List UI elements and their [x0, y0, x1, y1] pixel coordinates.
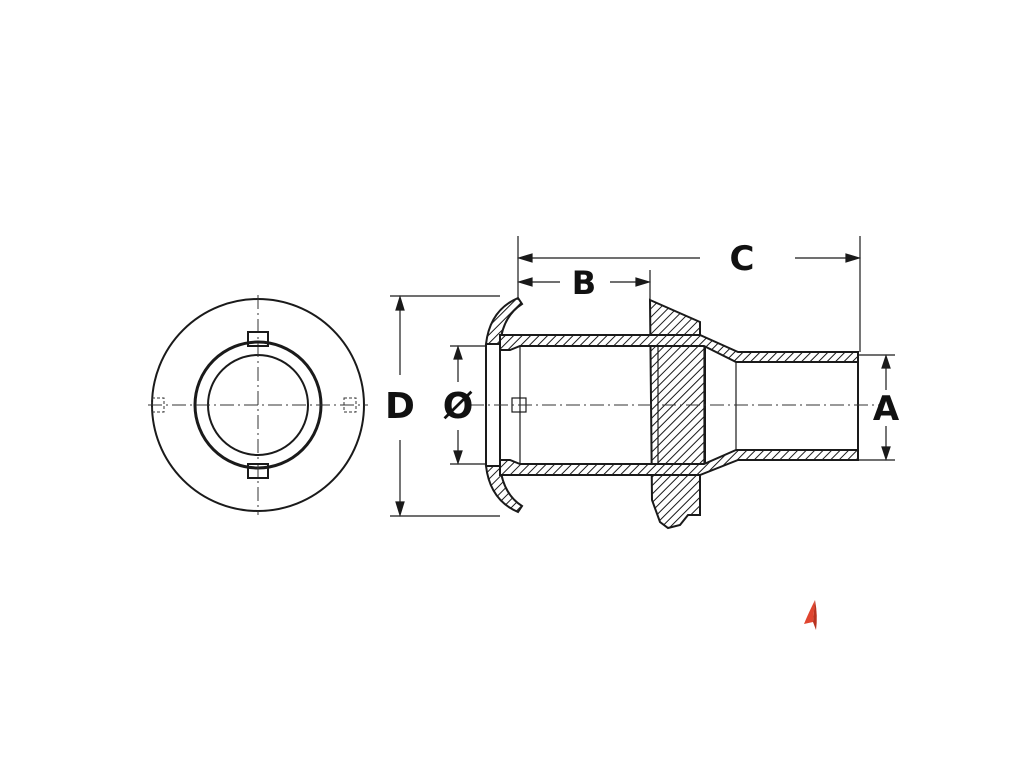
dim-b-label: B [572, 264, 596, 302]
front-tab-right [343, 397, 357, 413]
flange-bottom-section [484, 465, 524, 514]
dim-b-arrow-left [516, 277, 533, 287]
dim-c-arrow-left [516, 253, 533, 263]
dim-a-arrow-bottom [881, 446, 891, 461]
front-lug-top [247, 331, 269, 347]
dim-bore-label: Ø [443, 386, 474, 427]
dim-a-arrow-top [881, 354, 891, 369]
body-wall-bottom [499, 449, 859, 476]
dim-d-label: D [385, 386, 415, 427]
dim-d-arrow-bottom [395, 501, 405, 518]
dim-bore-arrow-bottom [453, 450, 463, 465]
body-wall-top [499, 334, 859, 363]
front-lug-bottom [247, 463, 269, 479]
dimension-lines [390, 236, 895, 518]
dim-c-label: C [730, 239, 755, 279]
front-view [148, 295, 368, 515]
sail-logo-icon [804, 600, 817, 630]
dim-c-arrow-right [845, 253, 862, 263]
front-tab-left [151, 397, 165, 413]
dim-bore-arrow-top [453, 345, 463, 360]
dim-a-label: A [873, 389, 900, 429]
dim-d-arrow-top [395, 294, 405, 311]
side-view [470, 296, 880, 530]
flange-top-section [484, 296, 524, 345]
dim-b-arrow-right [635, 277, 652, 287]
